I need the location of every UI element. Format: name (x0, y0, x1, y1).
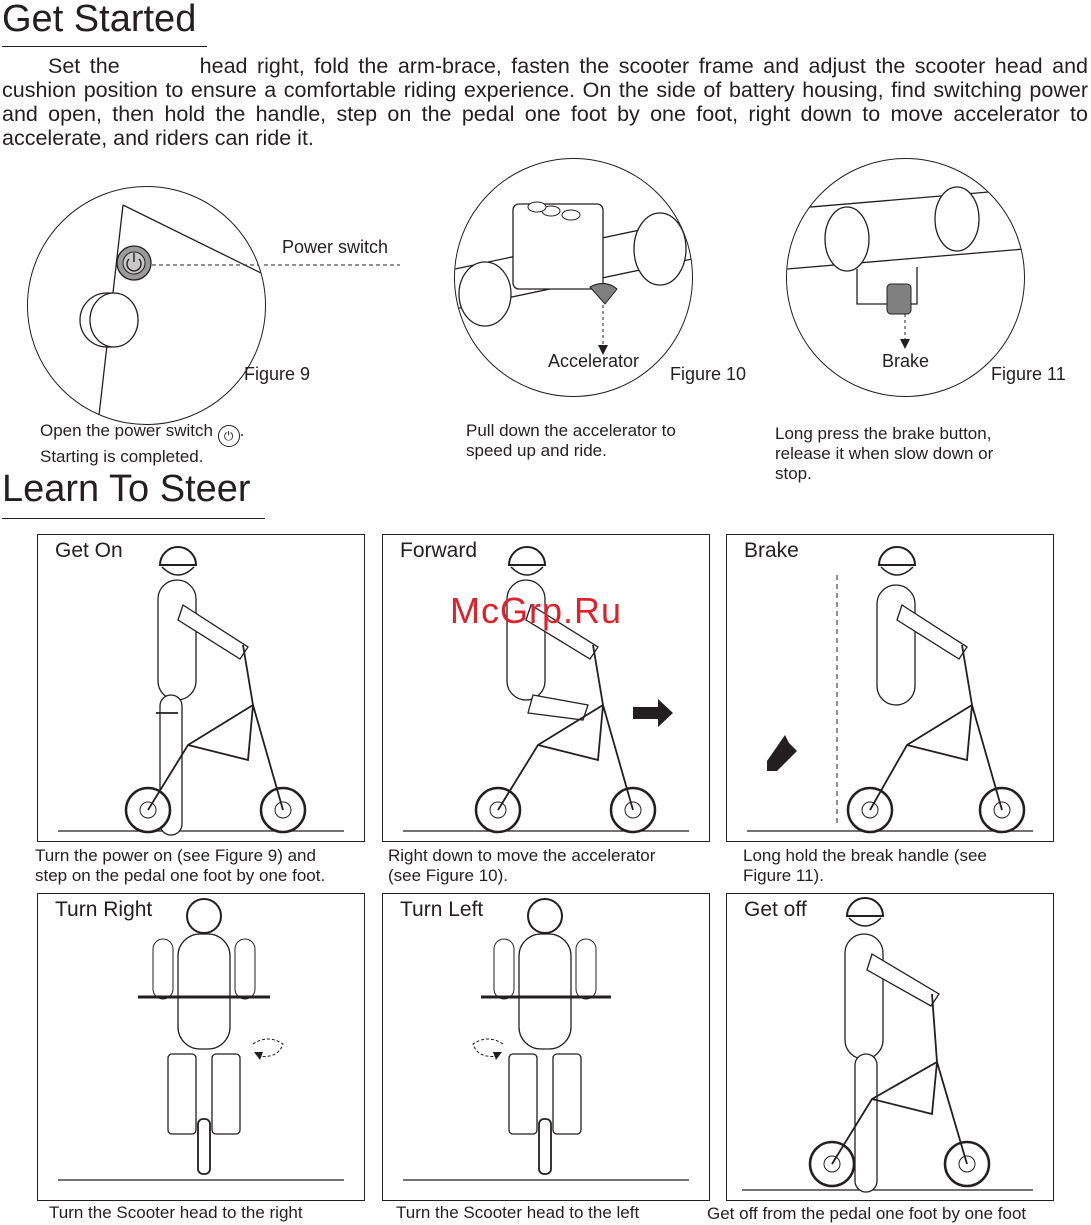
rider-forward-drawing (403, 546, 689, 834)
panel-title: Get On (55, 539, 123, 562)
title-underline (2, 518, 265, 519)
caption-line1: Long hold the break handle (see (743, 846, 987, 865)
panel-title: Turn Left (400, 898, 484, 921)
panel-turn-right-caption: Turn the Scooter head to the right (49, 1203, 303, 1222)
panel-turn-right: Turn Right (37, 893, 365, 1201)
panel-turn-left: Turn Left (382, 893, 710, 1201)
caption-line2: (see Figure 10). (388, 866, 508, 885)
rider-brake-drawing (747, 546, 1033, 834)
figure-10-description: Pull down the accelerator to speed up an… (466, 421, 676, 461)
title-underline (2, 46, 207, 47)
caption-line1: Turn the power on (see Figure 9) and (35, 846, 316, 865)
brake-label: Brake (882, 351, 930, 371)
rider-side-view-drawing (58, 546, 344, 836)
accelerator-drawing (455, 201, 692, 355)
figure-9-description: Open the power switch ⏻. Starting is com… (40, 421, 244, 467)
rider-get-off-drawing (742, 897, 1033, 1193)
rotate-right-icon (252, 1038, 284, 1060)
rider-front-right-drawing (58, 898, 344, 1181)
figure-9-desc-line2: Starting is completed. (40, 447, 204, 466)
panel-turn-left-caption: Turn the Scooter head to the left (396, 1203, 640, 1222)
figure-10-desc-line1: Pull down the accelerator to (466, 421, 676, 440)
power-switch-label: Power switch (282, 237, 389, 257)
panel-title: Get off (744, 898, 807, 921)
figure-11-desc-line1: Long press the brake button, (775, 424, 992, 443)
figure-11-description: Long press the brake button, release it … (775, 424, 993, 484)
battery-housing-drawing (79, 187, 265, 424)
rotate-left-icon (472, 1038, 504, 1060)
figure-9-caption: Figure 9 (244, 364, 311, 384)
panel-title: Forward (400, 539, 478, 562)
panel-get-on: Get On (37, 534, 365, 842)
panel-brake-caption: Long hold the break handle (see Figure 1… (743, 846, 987, 886)
figure-10-caption: Figure 10 (670, 364, 747, 384)
panel-brake: Brake (726, 534, 1054, 842)
figure-11-caption: Figure 11 (991, 364, 1066, 384)
watermark: McGrp.Ru (450, 590, 623, 631)
arrow-down-left-icon (767, 735, 797, 771)
section-title-get-started: Get Started (2, 0, 197, 40)
figure-10-illustration (454, 158, 693, 397)
caption-line2: step on the pedal one foot by one foot. (35, 866, 326, 885)
power-icon: ⏻ (217, 425, 240, 447)
figure-10-desc-line2: speed up and ride. (466, 441, 607, 460)
brake-drawing (787, 186, 1024, 349)
figure-11-desc-line3: stop. (775, 464, 812, 483)
figure-9-desc-end: . (239, 421, 245, 440)
panel-title: Brake (744, 539, 799, 562)
figure-11-illustration (786, 158, 1025, 397)
panel-forward-caption: Right down to move the accelerator (see … (388, 846, 655, 886)
panel-title: Turn Right (55, 898, 153, 921)
panel-forward: Forward (382, 534, 710, 842)
arrow-right-icon (633, 699, 673, 727)
accelerator-label: Accelerator (548, 351, 640, 371)
rider-front-left-drawing (403, 898, 689, 1181)
figure-9-desc-line1: Open the power switch (40, 421, 213, 440)
panel-get-off-caption: Get off from the pedal one foot by one f… (707, 1204, 1027, 1223)
section-title-learn-to-steer: Learn To Steer (2, 468, 251, 510)
caption-line1: Right down to move the accelerator (388, 846, 656, 865)
panel-get-off: Get off (726, 893, 1054, 1201)
figure-11-desc-line2: release it when slow down or (775, 444, 994, 463)
panel-get-on-caption: Turn the power on (see Figure 9) and ste… (35, 846, 325, 886)
intro-part2: head right, fold the arm-brace, fasten t… (2, 54, 1088, 150)
intro-part1: Set the (48, 54, 120, 78)
caption-line2: Figure 11). (743, 866, 824, 885)
figure-9-illustration (27, 186, 266, 425)
